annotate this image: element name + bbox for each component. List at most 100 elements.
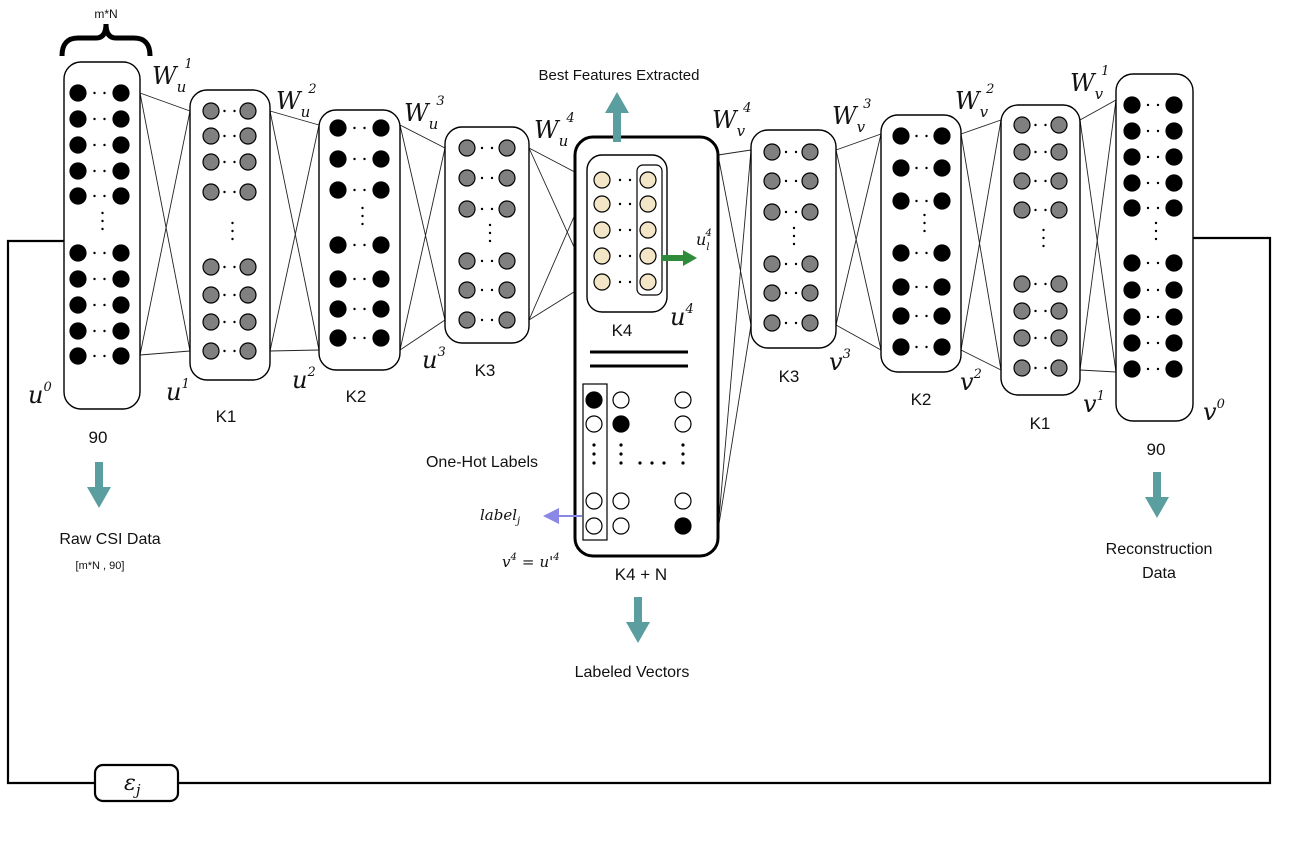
ellipsis-dot bbox=[93, 329, 96, 333]
neuron-u3-left-4 bbox=[458, 281, 476, 299]
ellipsis-dot bbox=[792, 242, 796, 246]
neuron-v3-left-1 bbox=[763, 172, 781, 190]
neuron-u0-right-3 bbox=[112, 162, 130, 180]
one-hot-cell-0-2 bbox=[674, 391, 692, 409]
neuron-v2-right-6 bbox=[933, 338, 951, 356]
neuron-u2-left-5 bbox=[329, 300, 347, 318]
ellipsis-dot bbox=[353, 307, 356, 311]
ellipsis-dot bbox=[628, 178, 632, 182]
neuron-u3-left-1 bbox=[458, 169, 476, 187]
ellipsis-dot bbox=[923, 221, 926, 225]
ellipsis-dot bbox=[1156, 261, 1160, 265]
one-hot-cell-1-2 bbox=[674, 415, 692, 433]
ellipsis-dot bbox=[1034, 309, 1037, 313]
neuron-u1-left-4 bbox=[202, 258, 220, 276]
neuron-u0-right-1 bbox=[112, 110, 130, 128]
weight-wv3: Wv3 bbox=[832, 97, 871, 136]
ul4-label: ul4 bbox=[696, 228, 712, 253]
one-hot-matrix bbox=[585, 391, 692, 535]
neuron-u1-left-0 bbox=[202, 102, 220, 120]
k4-inner-box bbox=[586, 154, 668, 313]
neuron-v2-right-2 bbox=[933, 192, 951, 210]
ellipsis-dot bbox=[628, 202, 632, 206]
ellipsis-dot bbox=[915, 251, 918, 255]
neuron-u0-left-6 bbox=[69, 270, 87, 288]
neuron-k4-left-1 bbox=[593, 195, 611, 213]
connection-line bbox=[960, 133, 1002, 371]
ellipsis-dot bbox=[915, 199, 918, 203]
neuron-u0-left-0 bbox=[69, 84, 87, 102]
connection-line bbox=[399, 147, 446, 351]
layer-v0-size: 90 bbox=[1147, 440, 1166, 459]
ellipsis-dot bbox=[618, 228, 622, 232]
ellipsis-dot bbox=[1146, 288, 1150, 292]
neuron-u2-right-0 bbox=[372, 119, 390, 137]
ellipsis-dot bbox=[353, 157, 356, 161]
ul4-column-box bbox=[636, 164, 663, 296]
ellipsis-dot bbox=[233, 109, 236, 113]
ellipsis-dot bbox=[480, 176, 484, 180]
neuron-u1-right-6 bbox=[239, 313, 257, 331]
ellipsis-dot bbox=[1034, 208, 1037, 212]
ellipsis-dot bbox=[353, 188, 356, 192]
ellipsis-dot bbox=[592, 452, 596, 456]
layer-v3-size: K3 bbox=[779, 367, 800, 386]
ellipsis-dot bbox=[490, 288, 494, 292]
ellipsis-dot bbox=[650, 461, 654, 465]
ellipsis-dot bbox=[1034, 366, 1037, 370]
ellipsis-dot bbox=[618, 254, 622, 258]
label-j: labelj bbox=[480, 506, 520, 527]
ellipsis-dot bbox=[1156, 129, 1160, 133]
layer-u1-box bbox=[189, 89, 271, 381]
connection-line bbox=[139, 110, 191, 356]
ellipsis-dot bbox=[488, 231, 492, 235]
ellipsis-dot bbox=[480, 146, 484, 150]
best-features-arrow bbox=[605, 92, 629, 142]
neuron-u0-left-7 bbox=[69, 296, 87, 314]
neuron-u2-left-0 bbox=[329, 119, 347, 137]
connection-line bbox=[717, 149, 752, 531]
neuron-u2-left-3 bbox=[329, 236, 347, 254]
ellipsis-dot bbox=[784, 210, 788, 214]
neuron-v1-left-4 bbox=[1013, 275, 1031, 293]
neuron-k4-right-4 bbox=[639, 273, 657, 291]
connection-line bbox=[960, 119, 1002, 351]
neuron-v2-right-4 bbox=[933, 278, 951, 296]
connection-line bbox=[139, 92, 191, 352]
var-u0: u0 bbox=[28, 380, 52, 409]
ellipsis-dot bbox=[103, 303, 106, 307]
ellipsis-dot bbox=[794, 321, 798, 325]
connection-line bbox=[269, 110, 320, 351]
neuron-k4-left-4 bbox=[593, 273, 611, 291]
ellipsis-dot bbox=[915, 345, 918, 349]
ellipsis-dot bbox=[480, 288, 484, 292]
ellipsis-dot bbox=[923, 229, 926, 233]
ellipsis-dot bbox=[1042, 236, 1045, 240]
neuron-u0-right-8 bbox=[112, 322, 130, 340]
neuron-v3-right-4 bbox=[801, 284, 819, 302]
ellipsis-dot bbox=[1034, 150, 1037, 154]
neuron-u3-right-1 bbox=[498, 169, 516, 187]
neuron-k4-left-3 bbox=[593, 247, 611, 265]
connection-line bbox=[269, 110, 320, 126]
ellipsis-dot bbox=[915, 285, 918, 289]
one-hot-cell-4-0 bbox=[585, 517, 603, 535]
ellipsis-dot bbox=[681, 443, 685, 447]
neuron-u0-right-6 bbox=[112, 270, 130, 288]
ellipsis-dot bbox=[1156, 155, 1160, 159]
ellipsis-dot bbox=[103, 91, 106, 95]
ellipsis-dot bbox=[1044, 179, 1047, 183]
layer-u2-size: K2 bbox=[346, 387, 367, 406]
ellipsis-dot bbox=[480, 318, 484, 322]
neuron-k4-right-0 bbox=[639, 171, 657, 189]
ellipsis-dot bbox=[1146, 155, 1150, 159]
ellipsis-dot bbox=[915, 134, 918, 138]
neuron-u1-right-2 bbox=[239, 153, 257, 171]
neuron-u1-left-5 bbox=[202, 286, 220, 304]
connection-line bbox=[399, 319, 446, 351]
neuron-u0-left-4 bbox=[69, 187, 87, 205]
layer-u3-box bbox=[444, 126, 530, 344]
ellipsis-dot bbox=[792, 234, 796, 238]
var-u4: u4 bbox=[670, 302, 694, 331]
ellipsis-dot bbox=[223, 190, 226, 194]
